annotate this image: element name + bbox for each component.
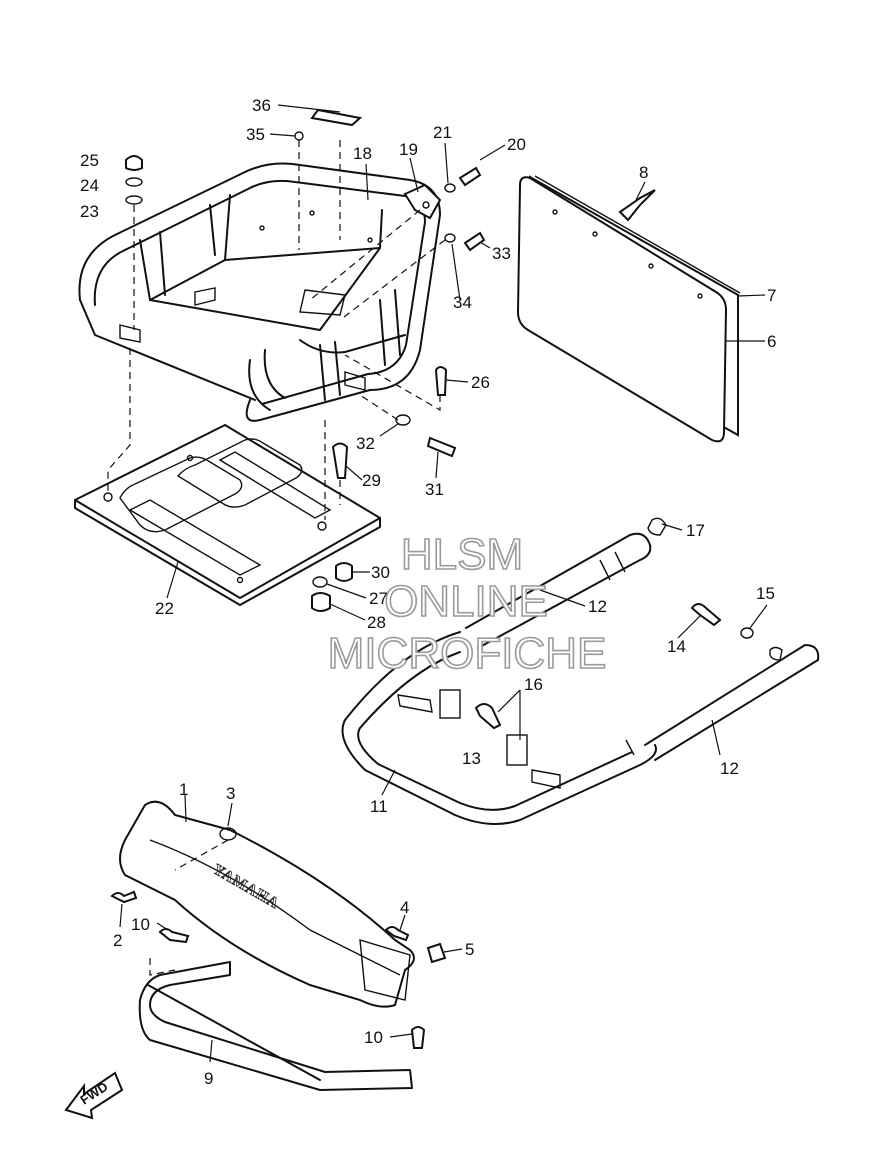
callout-34: 34 xyxy=(453,293,472,312)
side-rail-assembly xyxy=(341,517,820,825)
leader-lines xyxy=(119,104,768,1063)
callout-12-upper: 12 xyxy=(588,597,607,616)
callout-32: 32 xyxy=(356,434,375,453)
callout-6: 6 xyxy=(767,332,776,351)
callout-23: 23 xyxy=(80,202,99,221)
callout-9: 9 xyxy=(204,1069,213,1088)
callout-35: 35 xyxy=(246,125,265,144)
watermark-line2: ONLINE xyxy=(384,577,548,626)
callout-1: 1 xyxy=(179,780,188,799)
callout-12-lower: 12 xyxy=(720,759,739,778)
callout-21: 21 xyxy=(433,123,452,142)
callout-15: 15 xyxy=(756,584,775,603)
callout-31: 31 xyxy=(425,480,444,499)
callout-36: 36 xyxy=(252,96,271,115)
callout-33: 33 xyxy=(492,244,511,263)
callout-20: 20 xyxy=(507,135,526,154)
rear-carrier-rack xyxy=(78,162,441,422)
callout-11: 11 xyxy=(370,797,388,816)
callout-17: 17 xyxy=(686,521,705,540)
callout-10-right: 10 xyxy=(364,1028,383,1047)
watermark: HLSM ONLINE MICROFICHE xyxy=(327,529,607,679)
callout-22: 22 xyxy=(155,599,174,618)
callout-24: 24 xyxy=(80,176,99,195)
callout-4: 4 xyxy=(400,898,409,917)
front-guard xyxy=(138,961,413,1091)
callout-16: 16 xyxy=(524,675,543,694)
callout-27: 27 xyxy=(369,589,388,608)
watermark-line1: HLSM xyxy=(401,530,523,579)
front-bumper: YAMAHA xyxy=(119,800,415,1008)
callout-14: 14 xyxy=(667,637,686,656)
callout-13: 13 xyxy=(462,749,481,768)
callout-numbers: 36 35 18 19 21 20 25 24 23 8 33 34 7 6 2… xyxy=(80,96,776,1088)
callout-29: 29 xyxy=(362,471,381,490)
forward-direction-arrow: FWD xyxy=(64,1071,124,1120)
callout-7: 7 xyxy=(767,286,776,305)
callout-30: 30 xyxy=(371,563,390,582)
callout-5: 5 xyxy=(465,940,474,959)
callout-26: 26 xyxy=(471,373,490,392)
watermark-line3: MICROFICHE xyxy=(328,629,607,678)
callout-18: 18 xyxy=(353,144,372,163)
carrier-plate xyxy=(74,424,381,606)
assembly-lines xyxy=(107,140,446,976)
number-plate xyxy=(516,175,741,443)
callout-2: 2 xyxy=(113,931,122,950)
callout-28: 28 xyxy=(367,613,386,632)
callout-10-left: 10 xyxy=(131,915,150,934)
callout-25: 25 xyxy=(80,151,99,170)
callout-3: 3 xyxy=(226,784,235,803)
callout-8: 8 xyxy=(639,163,648,182)
callout-19: 19 xyxy=(399,140,418,159)
hardware-parts xyxy=(110,108,754,1049)
